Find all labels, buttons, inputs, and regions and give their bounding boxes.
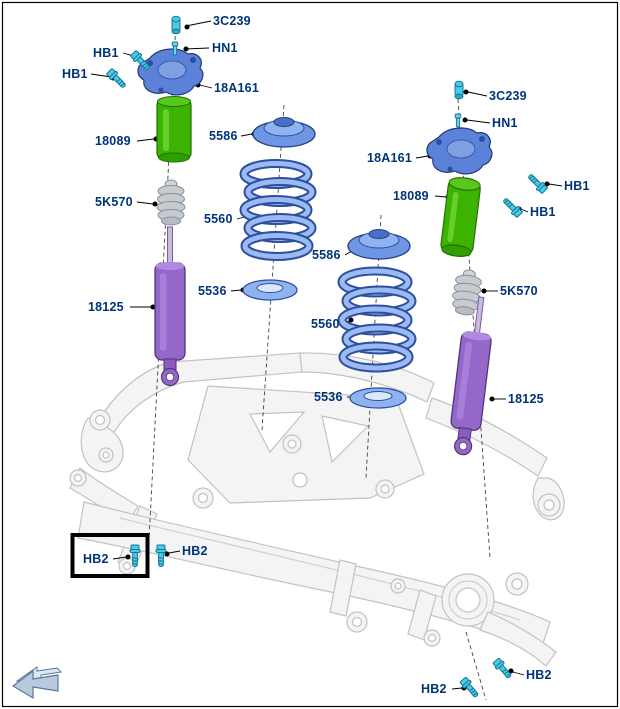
spring-insulator-5536-left[interactable] [242, 279, 298, 301]
spring-seat-5586-left[interactable] [252, 117, 316, 148]
stud-3c239-right[interactable] [454, 80, 464, 100]
label-mid-left-5536[interactable]: 5536 [198, 284, 227, 298]
highlight-box-hb2 [70, 533, 150, 578]
label-right-18a161[interactable]: 18A161 [367, 151, 412, 165]
label-left-18a161[interactable]: 18A161 [214, 81, 259, 95]
label-left-18089[interactable]: 18089 [95, 134, 131, 148]
label-mid-right-5560[interactable]: 5560 [311, 317, 340, 331]
label-mid-right-5536[interactable]: 5536 [314, 390, 343, 404]
coil-spring-5560-left[interactable] [239, 159, 317, 261]
label-right-hb1-upper[interactable]: HB1 [564, 179, 590, 193]
pin-hn1-left[interactable] [171, 41, 179, 56]
coil-spring-5560-right[interactable] [337, 266, 417, 373]
label-right-18089[interactable]: 18089 [393, 189, 429, 203]
label-right-hn1[interactable]: HN1 [492, 116, 518, 130]
label-bottom-hb2-second[interactable]: HB2 [182, 544, 208, 558]
label-bottom-right-hb2-second[interactable]: HB2 [421, 682, 447, 696]
label-left-5k570[interactable]: 5K570 [95, 195, 133, 209]
label-left-hb1-lower[interactable]: HB1 [62, 67, 88, 81]
direction-arrow-icon [11, 666, 63, 700]
label-mid-left-5560[interactable]: 5560 [204, 212, 233, 226]
label-bottom-right-hb2-first[interactable]: HB2 [526, 668, 552, 682]
label-mid-right-5586[interactable]: 5586 [312, 248, 341, 262]
pin-hn1-right[interactable] [454, 113, 462, 128]
label-right-18125[interactable]: 18125 [508, 392, 544, 406]
label-bottom-hb2-boxed[interactable]: HB2 [83, 552, 109, 566]
dust-boot-18089-left[interactable] [156, 95, 192, 163]
label-left-hn1[interactable]: HN1 [212, 41, 238, 55]
part-labels: 3C239 HN1 HB1 HB1 18A161 18089 5586 5K57… [62, 14, 590, 696]
label-right-3c239[interactable]: 3C239 [489, 89, 527, 103]
rear-subframe-crossmember [69, 352, 565, 667]
spring-insulator-5536-right[interactable] [349, 387, 407, 409]
label-left-3c239[interactable]: 3C239 [213, 14, 251, 28]
stud-3c239-left[interactable] [171, 15, 181, 35]
label-right-hb1-lower[interactable]: HB1 [530, 205, 556, 219]
label-left-18125[interactable]: 18125 [88, 300, 124, 314]
label-right-5k570[interactable]: 5K570 [500, 284, 538, 298]
label-mid-left-5586[interactable]: 5586 [209, 129, 238, 143]
label-left-hb1-upper[interactable]: HB1 [93, 46, 119, 60]
spring-seat-5586-right[interactable] [347, 229, 411, 260]
